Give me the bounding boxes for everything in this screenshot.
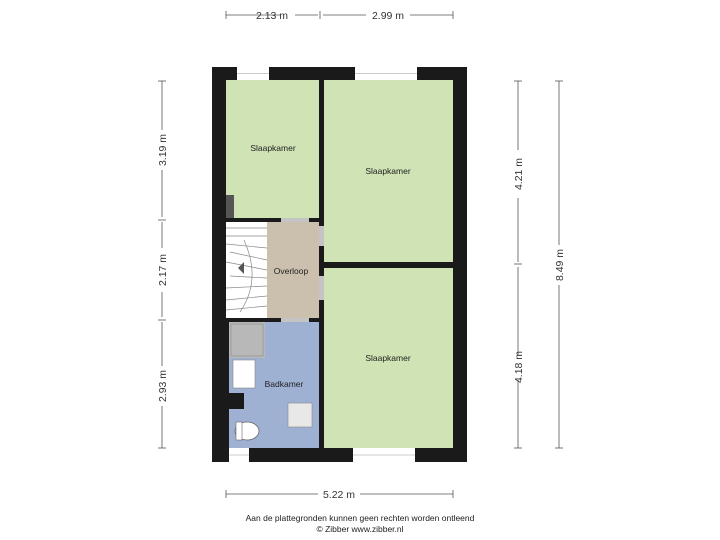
label-bathroom: Badkamer — [265, 379, 304, 389]
label-bedroom-small: Slaapkamer — [250, 143, 296, 153]
shower — [229, 322, 265, 358]
chimney-block — [226, 195, 234, 218]
dim-bottom-total: 5.22 m — [323, 489, 355, 501]
windows — [229, 67, 417, 462]
room-bedroom-small — [226, 80, 319, 218]
dim-left-bottom: 2.93 m — [157, 370, 169, 402]
dim-right-total: 8.49 m — [554, 249, 566, 281]
dimension-lines — [158, 11, 563, 498]
bathroom-sink — [232, 359, 256, 389]
dim-right-top: 4.21 m — [513, 158, 525, 190]
room-landing — [267, 222, 319, 318]
shower-tray — [230, 323, 264, 357]
dim-right-bottom: 4.18 m — [513, 351, 525, 383]
dim-left-top: 3.19 m — [157, 134, 169, 166]
footer-copyright: © Zibber www.zibber.nl — [316, 524, 404, 534]
label-bedroom-bottom: Slaapkamer — [365, 353, 411, 363]
room-bedroom-top — [324, 80, 453, 262]
dim-left-middle: 2.17 m — [157, 254, 169, 286]
toilet-tank — [235, 421, 243, 441]
room-bedroom-bottom — [324, 268, 453, 448]
bath-cabinet — [287, 402, 313, 428]
label-bedroom-top: Slaapkamer — [365, 166, 411, 176]
dim-top-right: 2.99 m — [372, 10, 404, 22]
doors — [281, 218, 324, 322]
label-landing: Overloop — [274, 266, 309, 276]
dim-top-left: 2.13 m — [256, 10, 288, 22]
stair-arrow-icon — [238, 262, 244, 274]
staircase — [225, 222, 268, 318]
footer-disclaimer: Aan de plattegronden kunnen geen rechten… — [245, 513, 475, 523]
bathroom-wall-notch — [226, 393, 244, 409]
